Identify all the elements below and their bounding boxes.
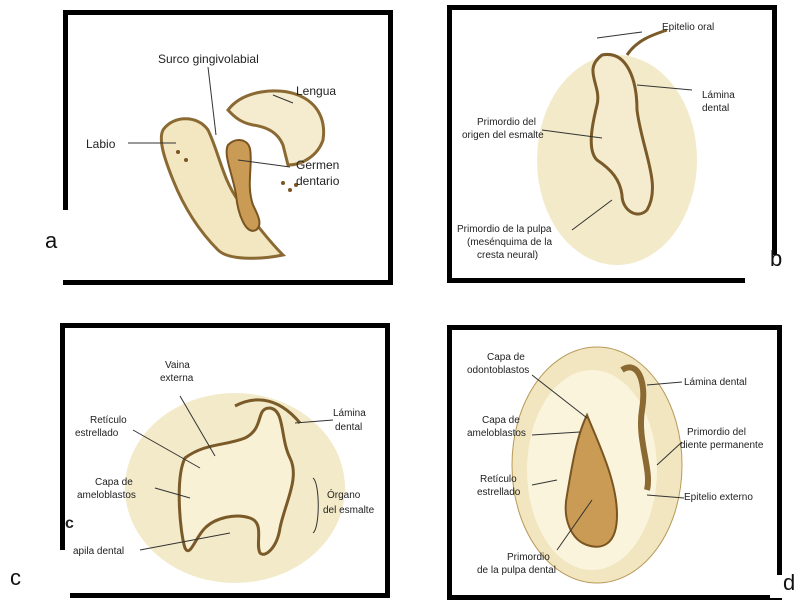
label-capa-2: ameloblastos <box>77 490 136 501</box>
panel-c-diagram: Vaina externa Retículo estrellado Lámina… <box>65 328 378 586</box>
label-primordio-2: origen del esmalte <box>462 130 544 141</box>
label-pulpa-1: Primordio <box>507 552 550 563</box>
panel-c-letter: c <box>10 565 21 591</box>
label-lamina-2: dental <box>702 103 729 114</box>
label-reticulo-1: Retículo <box>480 474 517 485</box>
label-surco: Surco gingivolabial <box>158 52 259 66</box>
label-vaina-2: externa <box>160 373 194 384</box>
panel-c-inner-letter: c <box>65 515 74 532</box>
label-germen-2: dentario <box>296 174 340 188</box>
panel-a-letter: a <box>45 228 57 254</box>
label-papila: apila dental <box>73 546 124 557</box>
panel-d-diagram: Capa de odontoblastos Lámina dental Capa… <box>452 330 770 588</box>
label-lamina-2: dental <box>335 422 362 433</box>
label-odonto-1: Capa de <box>487 352 525 363</box>
label-lengua: Lengua <box>296 84 336 98</box>
label-lamina-dental: Lámina dental <box>684 377 747 388</box>
label-pulpa-2: de la pulpa dental <box>477 565 556 576</box>
label-labio: Labio <box>86 137 116 151</box>
label-permanente-1: Primordio del <box>687 427 746 438</box>
label-epitelio-externo: Epitelio externo <box>684 492 753 503</box>
label-organo-2: del esmalte <box>323 505 375 516</box>
label-reticulo-1: Retículo <box>90 415 127 426</box>
panel-d-letter: d <box>783 570 795 596</box>
label-organo-1: Órgano <box>327 488 361 501</box>
panel-b-letter: b <box>770 246 782 272</box>
label-pulpa-3: cresta neural) <box>477 250 538 261</box>
label-permanente-2: diente permanente <box>680 440 764 451</box>
label-reticulo-2: estrellado <box>477 487 521 498</box>
label-reticulo-2: estrellado <box>75 428 119 439</box>
label-lamina-1: Lámina <box>702 90 735 101</box>
label-epitelio-oral: Epitelio oral <box>662 22 714 33</box>
label-amelo-2: ameloblastos <box>467 428 526 439</box>
lip-shape <box>161 119 283 259</box>
label-primordio-1: Primordio del <box>477 117 536 128</box>
label-pulpa-1: Primordio de la pulpa <box>457 224 552 235</box>
label-odonto-2: odontoblastos <box>467 365 529 376</box>
panel-a-diagram: Surco gingivolabial Lengua Labio Germen … <box>68 15 381 270</box>
label-vaina-1: Vaina <box>165 360 190 371</box>
label-germen-1: Germen <box>296 158 339 172</box>
label-amelo-1: Capa de <box>482 415 520 426</box>
label-lamina-1: Lámina <box>333 408 366 419</box>
label-capa-1: Capa de <box>95 477 133 488</box>
panel-b-diagram: Epitelio oral Lámina dental Primordio de… <box>452 10 765 270</box>
label-pulpa-2: (mesénquima de la <box>467 237 552 248</box>
